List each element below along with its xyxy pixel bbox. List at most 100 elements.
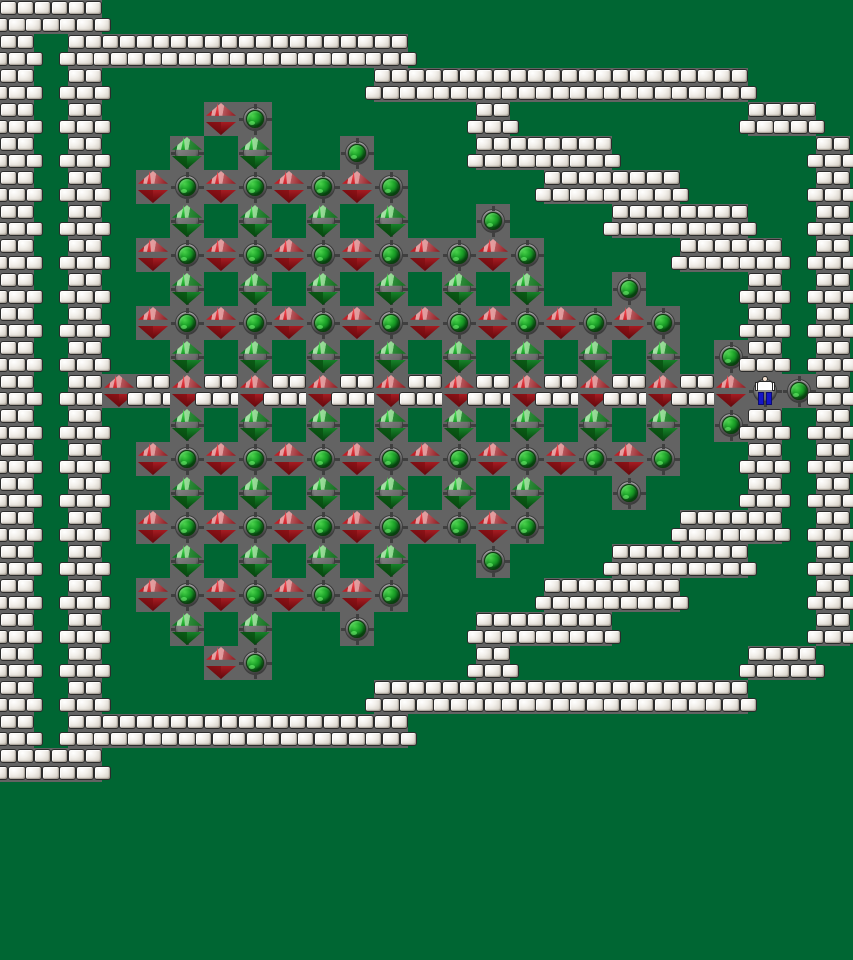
box-red-gem[interactable]	[204, 238, 238, 272]
goal-target[interactable]	[306, 578, 340, 612]
box-red-gem[interactable]	[408, 442, 442, 476]
goal-target[interactable]	[646, 442, 680, 476]
goal-target[interactable]	[340, 136, 374, 170]
box-red-gem[interactable]	[204, 442, 238, 476]
goal-target[interactable]	[306, 442, 340, 476]
box-green-gem[interactable]	[170, 272, 204, 306]
goal-target[interactable]	[442, 238, 476, 272]
goal-target[interactable]	[374, 238, 408, 272]
box-red-gem[interactable]	[204, 578, 238, 612]
box-green-gem[interactable]	[374, 340, 408, 374]
box-red-gem[interactable]	[136, 238, 170, 272]
goal-target[interactable]	[238, 510, 272, 544]
box-green-gem[interactable]	[170, 476, 204, 510]
goal-target[interactable]	[374, 578, 408, 612]
box-green-gem[interactable]	[442, 272, 476, 306]
box-red-gem[interactable]	[204, 306, 238, 340]
goal-target[interactable]	[612, 476, 646, 510]
goal-target[interactable]	[238, 578, 272, 612]
box-green-gem[interactable]	[510, 476, 544, 510]
box-green-gem[interactable]	[170, 544, 204, 578]
box-green-gem[interactable]	[238, 612, 272, 646]
box-red-gem[interactable]	[272, 442, 306, 476]
box-red-gem[interactable]	[102, 374, 136, 408]
goal-target[interactable]	[442, 442, 476, 476]
goal-target[interactable]	[238, 102, 272, 136]
goal-target[interactable]	[170, 306, 204, 340]
goal-target[interactable]	[238, 170, 272, 204]
player-cell[interactable]	[748, 374, 782, 408]
box-green-gem[interactable]	[306, 340, 340, 374]
box-green-gem[interactable]	[170, 204, 204, 238]
box-red-gem[interactable]	[136, 442, 170, 476]
box-red-gem[interactable]	[204, 170, 238, 204]
goal-target[interactable]	[578, 442, 612, 476]
box-red-gem[interactable]	[476, 442, 510, 476]
box-green-gem[interactable]	[646, 408, 680, 442]
box-green-gem[interactable]	[442, 476, 476, 510]
box-green-gem[interactable]	[170, 408, 204, 442]
box-red-gem[interactable]	[136, 578, 170, 612]
goal-target[interactable]	[510, 238, 544, 272]
box-red-gem[interactable]	[714, 374, 748, 408]
box-green-gem[interactable]	[238, 408, 272, 442]
goal-target[interactable]	[476, 544, 510, 578]
box-red-gem[interactable]	[476, 238, 510, 272]
box-red-gem[interactable]	[612, 306, 646, 340]
goal-target[interactable]	[306, 238, 340, 272]
box-red-gem[interactable]	[204, 510, 238, 544]
box-red-gem[interactable]	[340, 306, 374, 340]
box-green-gem[interactable]	[170, 612, 204, 646]
box-green-gem[interactable]	[306, 476, 340, 510]
goal-target[interactable]	[238, 238, 272, 272]
box-red-gem[interactable]	[204, 102, 238, 136]
box-red-gem[interactable]	[136, 170, 170, 204]
box-green-gem[interactable]	[510, 272, 544, 306]
goal-target[interactable]	[170, 238, 204, 272]
box-green-gem[interactable]	[238, 340, 272, 374]
goal-target[interactable]	[170, 578, 204, 612]
box-green-gem[interactable]	[646, 340, 680, 374]
box-green-gem[interactable]	[306, 544, 340, 578]
box-green-gem[interactable]	[306, 408, 340, 442]
box-green-gem[interactable]	[510, 408, 544, 442]
goal-target[interactable]	[170, 510, 204, 544]
player-character[interactable]	[748, 374, 782, 408]
box-green-gem[interactable]	[238, 476, 272, 510]
box-green-gem[interactable]	[510, 340, 544, 374]
goal-target[interactable]	[476, 204, 510, 238]
goal-target[interactable]	[510, 306, 544, 340]
box-green-gem[interactable]	[374, 476, 408, 510]
box-green-gem[interactable]	[374, 204, 408, 238]
goal-target[interactable]	[510, 510, 544, 544]
box-red-gem[interactable]	[408, 510, 442, 544]
goal-target[interactable]	[374, 510, 408, 544]
box-green-gem[interactable]	[170, 340, 204, 374]
goal-target[interactable]	[612, 272, 646, 306]
box-green-gem[interactable]	[442, 408, 476, 442]
box-red-gem[interactable]	[408, 306, 442, 340]
box-green-gem[interactable]	[238, 544, 272, 578]
goal-target[interactable]	[340, 612, 374, 646]
box-red-gem[interactable]	[204, 646, 238, 680]
box-red-gem[interactable]	[272, 578, 306, 612]
box-red-gem[interactable]	[340, 170, 374, 204]
goal-target[interactable]	[238, 442, 272, 476]
goal-target[interactable]	[442, 306, 476, 340]
goal-target[interactable]	[510, 442, 544, 476]
box-red-gem[interactable]	[272, 306, 306, 340]
goal-target[interactable]	[442, 510, 476, 544]
box-red-gem[interactable]	[136, 510, 170, 544]
box-red-gem[interactable]	[340, 510, 374, 544]
goal-target[interactable]	[238, 306, 272, 340]
box-green-gem[interactable]	[578, 408, 612, 442]
box-red-gem[interactable]	[544, 442, 578, 476]
goal-target[interactable]	[306, 170, 340, 204]
goal-target[interactable]	[646, 306, 680, 340]
goal-target[interactable]	[170, 442, 204, 476]
box-green-gem[interactable]	[578, 340, 612, 374]
box-red-gem[interactable]	[136, 306, 170, 340]
box-green-gem[interactable]	[306, 204, 340, 238]
box-green-gem[interactable]	[170, 136, 204, 170]
